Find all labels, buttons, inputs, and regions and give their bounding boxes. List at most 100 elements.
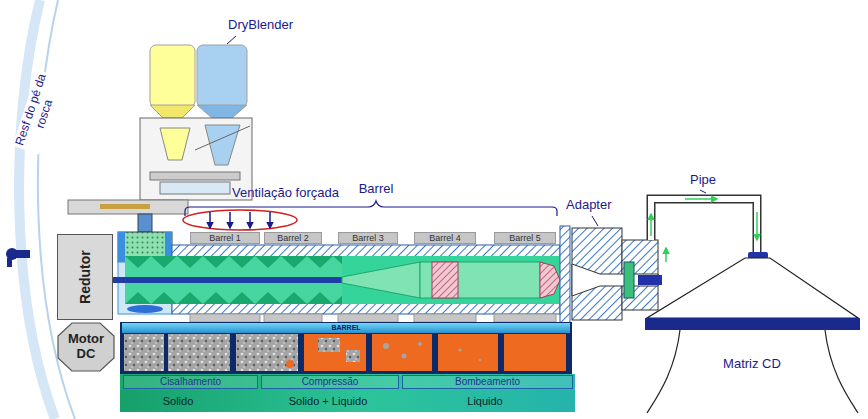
hopper [150, 45, 195, 107]
barrel-strip: BARREL [122, 323, 570, 333]
leader-line [700, 190, 706, 193]
air-arrow [269, 212, 271, 228]
callout-label: Barrel [359, 182, 394, 197]
heater-zone: Barrel 4 [414, 232, 476, 244]
heater-band [264, 314, 322, 322]
node-label: Barrel 2 [277, 233, 309, 243]
melt-image [504, 334, 566, 371]
leader-line [227, 36, 236, 44]
blender-base-detail [100, 204, 150, 209]
melt-bit [383, 343, 389, 349]
frame-brace [195, 126, 250, 150]
melt-pipe-bore [651, 199, 757, 256]
flow-arrow [650, 214, 652, 236]
leader-line [592, 216, 598, 226]
blender-base [68, 200, 188, 214]
motor-outline [58, 323, 114, 371]
melt-image [304, 334, 366, 371]
heater-band [190, 314, 260, 322]
callout-label: Pipe [690, 173, 716, 188]
flow-arrow [756, 212, 758, 240]
decor-curve [19, 0, 55, 419]
node-label: Redutor [77, 250, 93, 304]
pellet-image [346, 350, 360, 362]
pellet-image [168, 334, 230, 371]
die-bell [647, 330, 680, 413]
cd-die: Matriz CD [645, 252, 860, 415]
melt-image [438, 334, 498, 371]
gear-reducer: Redutor [57, 234, 113, 320]
mixing-tray [150, 172, 240, 180]
callout-label: Resf do pé da rosca [13, 70, 64, 155]
dosing-funnel [160, 128, 190, 160]
zone-band: Cisalhamento [123, 375, 258, 389]
melt-blob [286, 360, 294, 368]
heater-zone: Barrel 1 [190, 232, 260, 244]
zone-ground [120, 374, 575, 390]
node-label: Liquido [467, 395, 502, 408]
hopper [197, 45, 247, 107]
compression-section [342, 262, 420, 298]
phase-band: Solido Solido + Liquido Liquido [120, 390, 575, 412]
node-label: Cisalhamento [160, 376, 221, 388]
melt-bit [459, 349, 462, 352]
heater-zone: Barrel 2 [264, 232, 322, 244]
hopper-cone [150, 105, 195, 118]
hopper-cone [197, 105, 247, 118]
callout-label: Adapter [566, 198, 612, 213]
node-label: Barrel 5 [509, 233, 541, 243]
air-arrow [249, 212, 251, 228]
die-band [645, 318, 860, 330]
node-label: Barrel 4 [429, 233, 461, 243]
zone-band: Compressão [261, 375, 399, 389]
air-arrow [209, 212, 211, 228]
node-label: BARREL [331, 324, 360, 332]
flow-arrow [665, 248, 667, 262]
node-label: Motor DC [60, 332, 112, 362]
node-label: Solido + Liquido [289, 395, 368, 408]
screen-pack [624, 262, 634, 298]
faucet-icon [7, 258, 12, 267]
callout-label: DryBlender [228, 18, 293, 33]
heater-zone: Barrel 5 [494, 232, 556, 244]
dc-motor: Motor DC [57, 322, 115, 372]
melt-bit [479, 359, 481, 361]
barrel-brace [185, 201, 557, 216]
callout-label: Ventilação forçada [232, 186, 339, 201]
air-arrow [229, 212, 231, 228]
metering-section [420, 262, 540, 298]
node-label: Barrel 3 [352, 233, 384, 243]
mixing-chamber [160, 182, 230, 194]
pellet-image [124, 334, 164, 371]
ventilation-ring [183, 210, 297, 230]
melt-bit [418, 342, 422, 346]
dosing-funnel [205, 125, 240, 165]
throat-wall [118, 232, 125, 262]
heater-band [494, 314, 556, 322]
material-strip [120, 322, 572, 374]
screw-shaft [112, 277, 344, 283]
die-bell [825, 330, 858, 413]
zone-band: Bombeamento [402, 375, 573, 389]
die-spindle [638, 275, 662, 285]
heater-band [414, 314, 476, 322]
node-label: Solido [163, 395, 194, 408]
node-label: Matriz CD [723, 357, 781, 372]
melt-bit [402, 354, 407, 359]
heater-band [338, 314, 398, 322]
pellet-image [236, 334, 298, 371]
flow-arrow [685, 198, 717, 200]
die-outline [645, 252, 860, 415]
melt-pipe [651, 199, 757, 254]
node-label: Bombeamento [455, 376, 520, 388]
feed-chute [138, 214, 152, 232]
node-label: Barrel 1 [209, 233, 241, 243]
pellet-image [318, 338, 340, 352]
screw-tip [540, 262, 560, 298]
die-cone [647, 258, 858, 318]
cooling-water [127, 305, 163, 313]
barrel-flange [560, 226, 570, 326]
node-label: Compressão [302, 376, 359, 388]
